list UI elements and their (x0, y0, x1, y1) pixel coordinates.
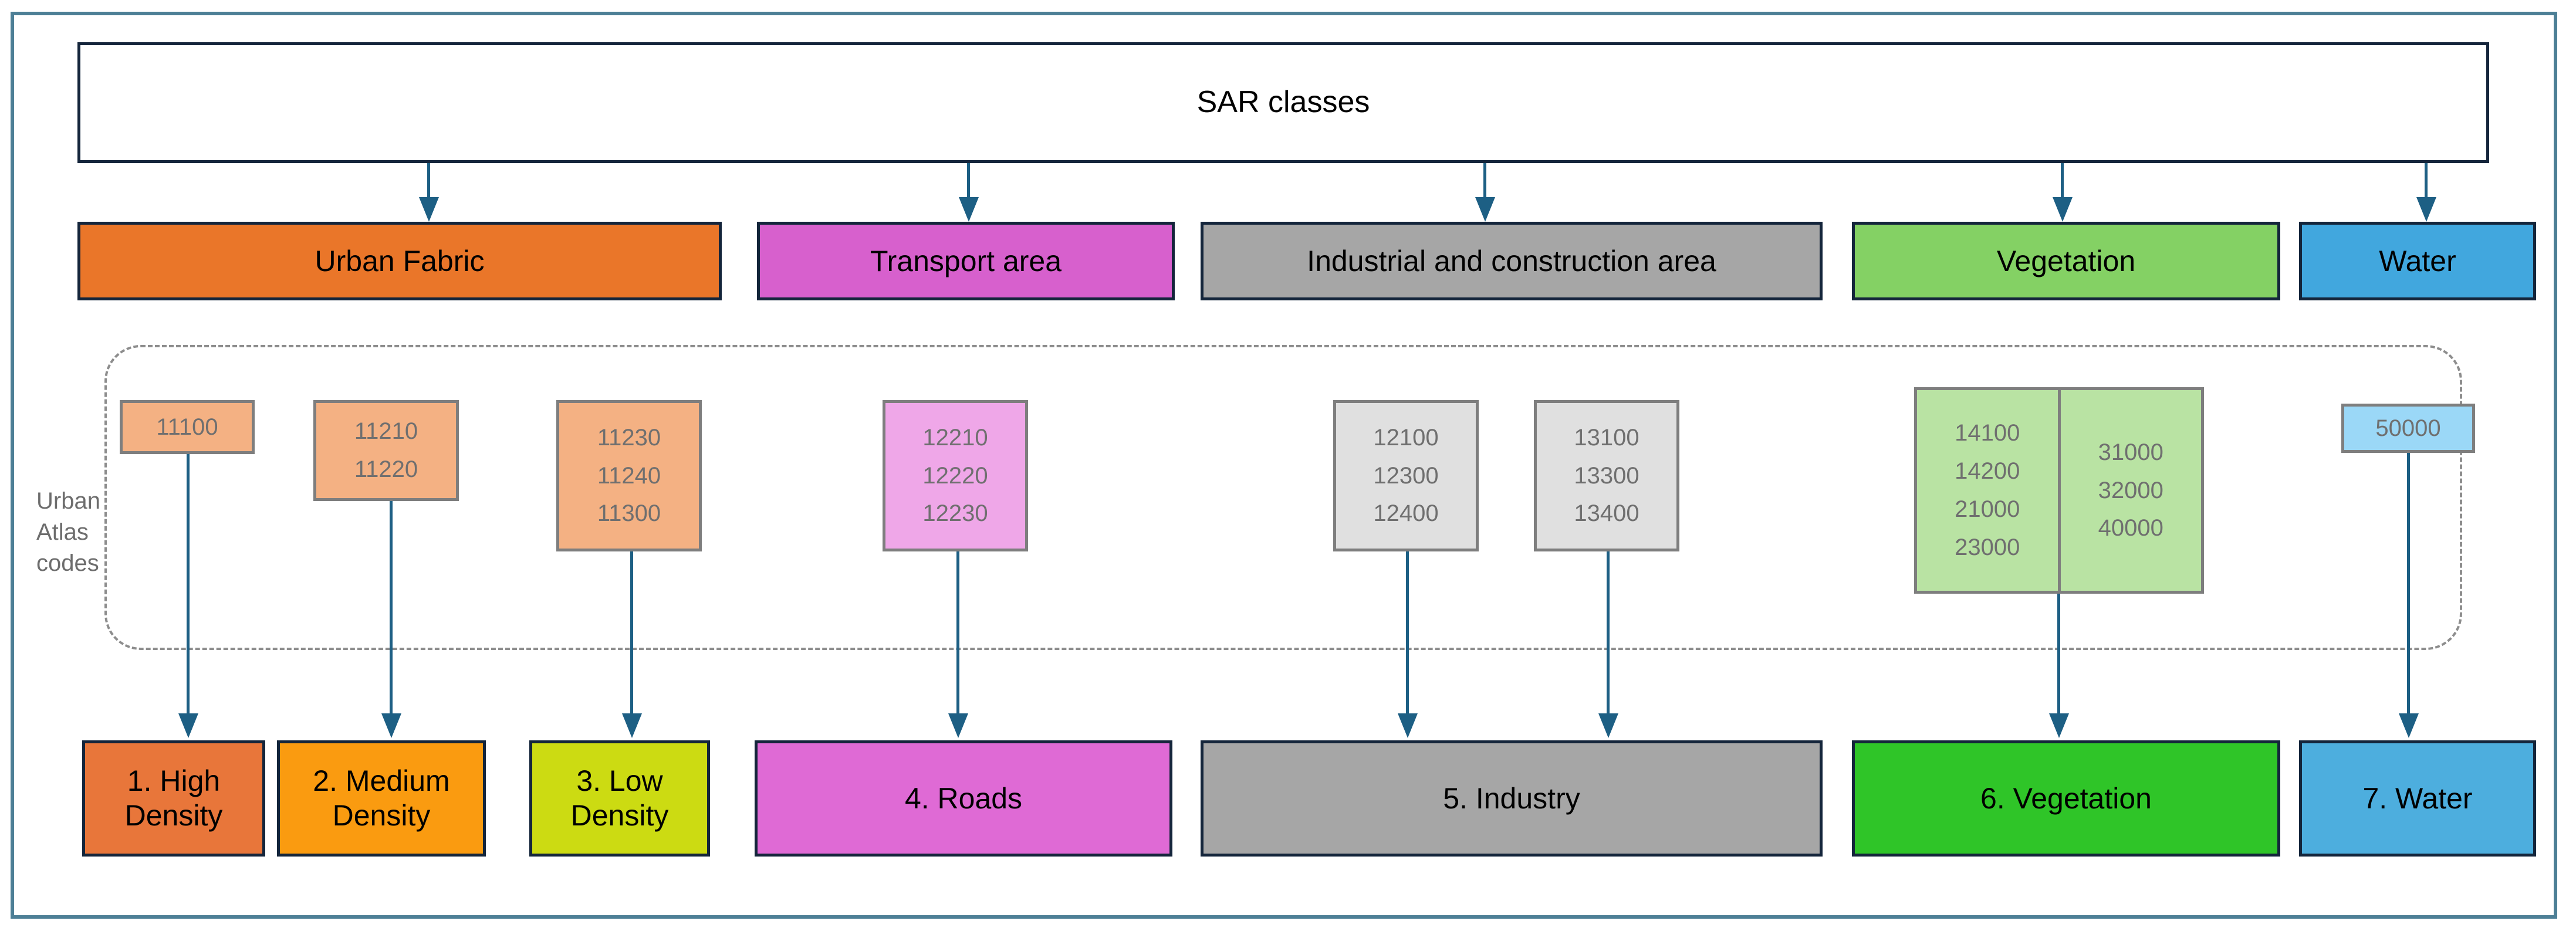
connector-root-to-urban-fabric (427, 163, 430, 199)
ua-label-line-3: codes (36, 550, 99, 576)
output-label: 6. Vegetation (1980, 781, 2152, 815)
code-value: 12230 (922, 500, 988, 527)
output-box-high-density[interactable]: 1. High Density (82, 740, 265, 857)
category-label: Water (2379, 244, 2456, 277)
category-label: Industrial and construction area (1307, 244, 1716, 277)
output-label-line-1: 2. Medium (313, 764, 450, 797)
code-value: 23000 (1955, 534, 2020, 560)
connector-13100-to-industry (1607, 551, 1610, 716)
connector-root-to-transport (967, 163, 970, 199)
arrowhead-root-to-transport (959, 197, 979, 222)
connector-root-to-vegetation (2061, 163, 2064, 199)
code-value: 12210 (922, 424, 988, 451)
category-box-water[interactable]: Water (2299, 222, 2536, 300)
code-value: 13100 (1574, 424, 1639, 451)
code-value: 21000 (1955, 496, 2020, 522)
output-label: 7. Water (2362, 781, 2473, 815)
code-value: 11300 (597, 500, 661, 527)
output-label-line-2: Density (332, 799, 431, 832)
code-value: 12400 (1373, 500, 1439, 527)
root-node-sar-classes[interactable]: SAR classes (77, 42, 2489, 163)
code-column-right: 31000 32000 40000 (2057, 390, 2202, 591)
code-value: 12220 (922, 462, 988, 489)
ua-label-line-2: Atlas (36, 519, 89, 545)
category-box-urban-fabric[interactable]: Urban Fabric (77, 222, 722, 300)
arrowhead-12100-to-industry (1398, 713, 1418, 738)
output-label: 1. High Density (125, 764, 223, 833)
output-box-industry[interactable]: 5. Industry (1201, 740, 1823, 857)
category-box-industrial-construction[interactable]: Industrial and construction area (1201, 222, 1823, 300)
connector-11210-to-medium-density (390, 501, 393, 716)
category-box-vegetation[interactable]: Vegetation (1852, 222, 2280, 300)
connector-11100-to-high-density (187, 454, 190, 716)
arrowhead-11100-to-high-density (178, 713, 198, 738)
code-value: 11220 (354, 456, 418, 482)
code-box-urban-fabric-high[interactable]: 11100 (120, 400, 255, 454)
code-value: 31000 (2098, 439, 2163, 465)
urban-atlas-codes-label: Urban Atlas codes (36, 486, 124, 578)
code-box-industry-b[interactable]: 13100 13300 13400 (1534, 400, 1679, 551)
arrowhead-50000-to-water (2399, 713, 2419, 738)
connector-vegetation-codes-to-vegetation (2057, 594, 2060, 716)
code-box-vegetation[interactable]: 14100 14200 21000 23000 31000 32000 4000… (1914, 387, 2204, 594)
ua-label-line-1: Urban (36, 488, 100, 514)
output-label: 4. Roads (904, 781, 1023, 815)
arrowhead-11210-to-medium-density (381, 713, 401, 738)
code-value: 11240 (597, 462, 661, 489)
arrowhead-12210-to-roads (948, 713, 968, 738)
output-label: 2. Medium Density (313, 764, 449, 833)
connector-root-to-industrial (1483, 163, 1486, 199)
output-label-line-2: Density (570, 799, 669, 832)
code-box-industry-a[interactable]: 12100 12300 12400 (1333, 400, 1479, 551)
code-value: 40000 (2098, 515, 2163, 541)
code-column-left: 14100 14200 21000 23000 (1917, 390, 2058, 591)
root-node-label: SAR classes (1196, 85, 1370, 120)
connector-50000-to-water (2407, 453, 2410, 716)
code-value: 13300 (1574, 462, 1639, 489)
code-value: 14200 (1955, 458, 2020, 485)
code-value: 12100 (1373, 424, 1439, 451)
arrowhead-root-to-water (2416, 197, 2436, 222)
category-box-transport-area[interactable]: Transport area (757, 222, 1175, 300)
code-value: 11210 (354, 418, 418, 445)
category-label: Urban Fabric (315, 244, 485, 277)
arrowhead-root-to-industrial (1475, 197, 1495, 222)
output-box-roads[interactable]: 4. Roads (755, 740, 1172, 857)
code-value: 11230 (597, 424, 661, 451)
output-box-low-density[interactable]: 3. Low Density (529, 740, 710, 857)
code-box-water[interactable]: 50000 (2341, 404, 2475, 453)
category-label: Transport area (870, 244, 1062, 277)
arrowhead-root-to-urban-fabric (419, 197, 439, 222)
arrowhead-11230-to-low-density (622, 713, 642, 738)
connector-12210-to-roads (956, 551, 959, 716)
arrowhead-vegetation-codes-to-vegetation (2049, 713, 2069, 738)
output-label-line-2: Density (124, 799, 223, 832)
code-box-urban-fabric-low[interactable]: 11230 11240 11300 (556, 400, 702, 551)
connector-root-to-water (2425, 163, 2428, 199)
category-label: Vegetation (1996, 244, 2136, 277)
connector-12100-to-industry (1406, 551, 1409, 716)
output-box-medium-density[interactable]: 2. Medium Density (277, 740, 486, 857)
arrowhead-root-to-vegetation (2053, 197, 2073, 222)
connector-11230-to-low-density (630, 551, 633, 716)
code-value: 12300 (1373, 462, 1439, 489)
code-value: 50000 (2375, 415, 2441, 441)
code-value: 13400 (1574, 500, 1639, 527)
code-value: 14100 (1955, 420, 2020, 446)
output-label-line-1: 3. Low (576, 764, 663, 797)
code-box-urban-fabric-medium[interactable]: 11210 11220 (313, 400, 459, 501)
arrowhead-13100-to-industry (1598, 713, 1618, 738)
output-label-line-1: 1. High (127, 764, 221, 797)
code-value: 32000 (2098, 477, 2163, 503)
output-label: 3. Low Density (571, 764, 669, 833)
code-value: 11100 (156, 414, 218, 440)
urban-atlas-codes-zone (104, 345, 2462, 650)
code-box-transport-roads[interactable]: 12210 12220 12230 (883, 400, 1028, 551)
output-label: 5. Industry (1443, 781, 1580, 815)
output-box-water[interactable]: 7. Water (2299, 740, 2536, 857)
output-box-vegetation[interactable]: 6. Vegetation (1852, 740, 2280, 857)
